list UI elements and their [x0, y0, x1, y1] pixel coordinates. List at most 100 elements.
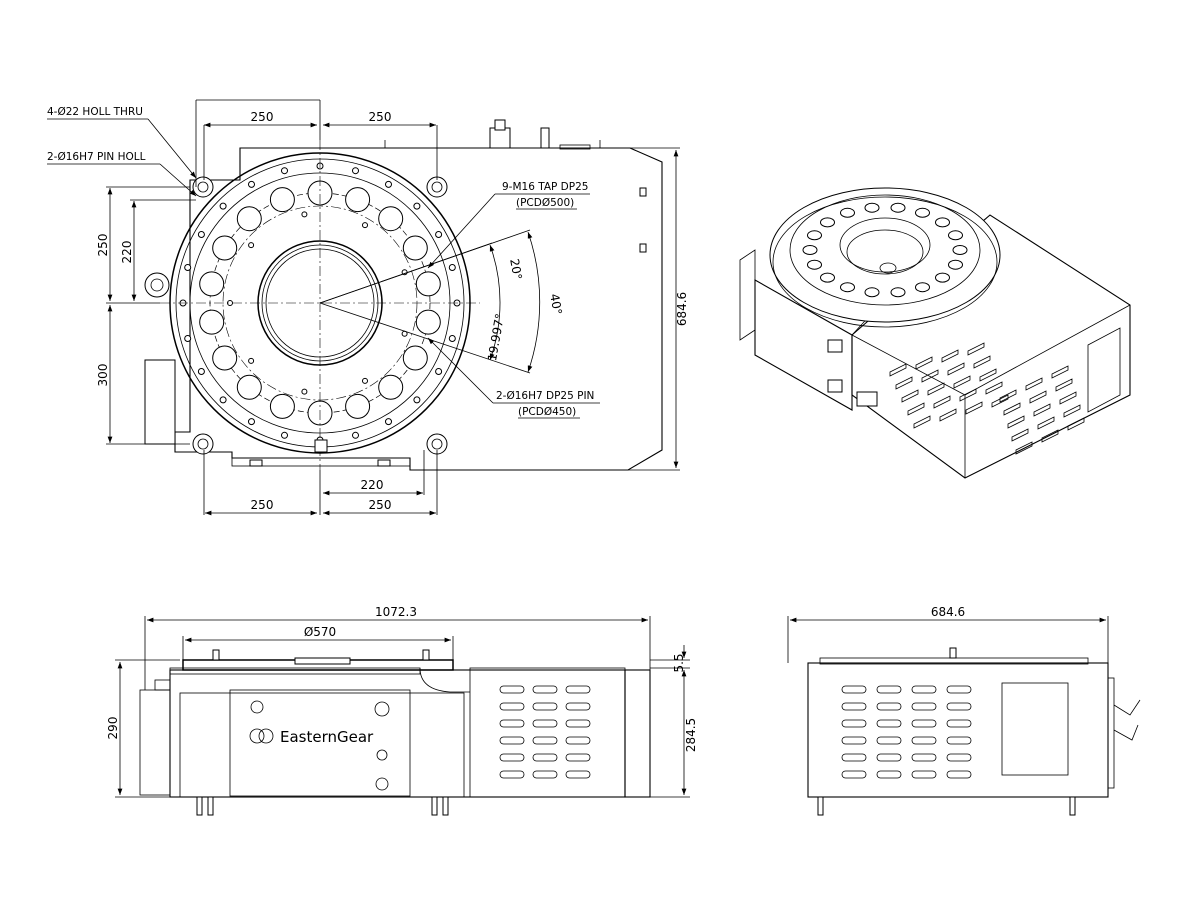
bolt-hole — [385, 418, 392, 426]
dim-top-right: 250 — [369, 110, 392, 124]
vent-slot — [565, 770, 591, 779]
vent-slot — [985, 381, 1003, 395]
vent-slot — [991, 394, 1009, 408]
vent-slot — [939, 408, 957, 422]
note-holes-thru: 4-Ø22 HOLL THRU — [47, 106, 143, 118]
vent-slot — [499, 770, 525, 779]
note-tap: 9-M16 TAP DP25 — [502, 181, 588, 193]
side-vents — [841, 685, 972, 779]
dim-right-height: 684.6 — [675, 292, 689, 326]
flange-hole — [199, 309, 225, 335]
vent-slot — [953, 375, 971, 389]
front-view: EasternGear 1072.3 Ø570 290 284.5 5.5 — [106, 605, 698, 816]
flange-hole — [345, 187, 371, 213]
flange-hole — [402, 345, 428, 371]
dim-bottom-220: 220 — [361, 478, 384, 492]
flange-hole — [212, 235, 238, 261]
flange-hole — [212, 345, 238, 371]
bolt-hole — [197, 231, 205, 238]
iso-hole — [890, 287, 906, 298]
note-pin: 2-Ø16H7 DP25 PIN — [496, 390, 594, 402]
vent-slot — [876, 736, 902, 745]
iso-hole — [840, 207, 855, 218]
bolt-hole — [219, 396, 227, 404]
vent-slot — [1011, 428, 1029, 442]
vent-slot — [532, 702, 558, 711]
dim-left-300: 300 — [96, 364, 110, 387]
vent-slot — [876, 753, 902, 762]
iso-hole — [915, 282, 930, 293]
vent-slot — [946, 753, 972, 762]
bolt-hole — [352, 431, 359, 439]
note-pin-pcd: (PCDØ450) — [518, 406, 576, 418]
dim-bottom-left: 250 — [251, 498, 274, 512]
brand-logo: EasternGear — [280, 728, 374, 746]
vent-slot — [959, 388, 977, 402]
tap-hole — [362, 377, 368, 384]
flange-hole — [269, 393, 295, 419]
flange-hole — [402, 235, 428, 261]
vent-slot — [532, 685, 558, 694]
vent-slot — [1007, 415, 1025, 429]
vent-slot — [532, 719, 558, 728]
dim-left-250: 250 — [96, 234, 110, 257]
vent-slot — [1025, 377, 1043, 391]
vent-slot — [946, 770, 972, 779]
motor-box — [144, 359, 176, 445]
vent-slot — [999, 389, 1017, 403]
bolt-hole — [184, 335, 192, 342]
bolt-hole — [197, 368, 205, 375]
vent-slot — [876, 685, 902, 694]
vent-slot — [1051, 365, 1069, 379]
tap-hole — [248, 242, 255, 249]
flange-hole — [236, 206, 262, 232]
vent-slot — [979, 368, 997, 382]
iso-hole — [935, 217, 950, 228]
iso-hole — [820, 272, 835, 283]
vent-slot — [499, 685, 525, 694]
tap-hole — [248, 357, 255, 364]
vent-slot — [1037, 416, 1055, 430]
dim-height-5: 5.5 — [672, 653, 686, 672]
vent-slot — [911, 753, 937, 762]
bolt-hole — [448, 264, 456, 271]
vent-slot — [911, 702, 937, 711]
vent-slot — [967, 342, 985, 356]
bolt-hole — [248, 180, 255, 188]
dim-overall-length: 1072.3 — [375, 605, 417, 619]
flange-hole — [345, 393, 371, 419]
isometric-view — [739, 187, 1131, 479]
dim-left-220: 220 — [120, 241, 134, 264]
vent-slot — [941, 349, 959, 363]
angle-40: 40° — [547, 293, 564, 316]
vent-slot — [895, 376, 913, 390]
iso-hole — [840, 282, 855, 293]
vent-slot — [499, 719, 525, 728]
top-view: 250 250 220 250 250 250 220 300 684.6 — [47, 99, 689, 516]
vent-slot — [947, 362, 965, 376]
vent-slot — [946, 719, 972, 728]
iso-hole — [915, 207, 930, 218]
vent-slot — [841, 719, 867, 728]
iso-hole — [952, 245, 968, 255]
flange-hole — [415, 309, 441, 335]
vent-slot — [913, 415, 931, 429]
vent-slot — [532, 770, 558, 779]
iso-hole — [948, 230, 963, 241]
bolt-hole — [413, 396, 421, 404]
note-tap-pcd: (PCDØ500) — [516, 197, 574, 209]
note-pin-holes: 2-Ø16H7 PIN HOLL — [47, 151, 146, 163]
vent-slot — [1003, 402, 1021, 416]
vent-slot — [1059, 391, 1077, 405]
vent-slot — [933, 395, 951, 409]
vent-slot — [499, 736, 525, 745]
vent-slot — [532, 753, 558, 762]
flange-hole — [378, 206, 404, 232]
vent-slot — [565, 753, 591, 762]
flange-holes — [199, 180, 441, 426]
side-view: 684.6 — [787, 605, 1141, 816]
bolt-hole — [281, 167, 288, 175]
bolt-holes — [179, 162, 461, 444]
vent-slot — [911, 736, 937, 745]
bolt-hole — [248, 418, 255, 426]
